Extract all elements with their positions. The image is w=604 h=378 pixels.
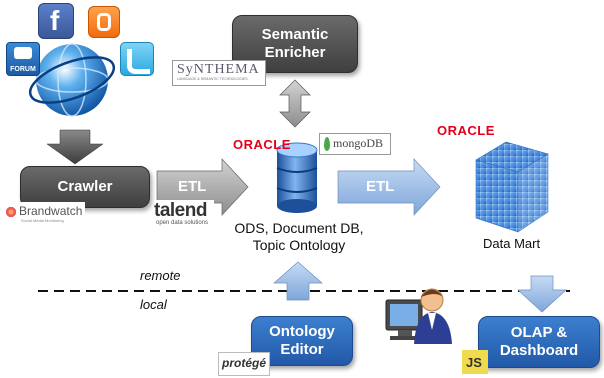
olap-dashboard-line1: OLAP & (510, 324, 568, 341)
globe-icon (28, 43, 116, 117)
arrow-ontology-to-db (273, 261, 323, 301)
oracle-mart-logo: ORACLE (437, 123, 495, 138)
crawler-label: Crawler (57, 178, 113, 195)
brandwatch-mark (5, 206, 17, 218)
user-at-computer-icon (385, 288, 452, 344)
etl-left-label: ETL (178, 178, 207, 195)
mongodb-leaf-icon (324, 137, 330, 151)
protege-logo-text: protégé (222, 356, 267, 370)
forum-icon: FORUM (6, 42, 40, 76)
ontology-editor-node: Ontology Editor (251, 316, 353, 366)
talend-logo-subtext: open data solutions (156, 220, 209, 226)
ontology-editor-line1: Ontology (269, 323, 335, 340)
mongodb-logo-text: mongoDB (333, 136, 384, 150)
protege-logo: protégé (218, 352, 270, 376)
data-mart-label: Data Mart (483, 236, 541, 251)
arrow-mart-to-olap (517, 275, 567, 313)
synthema-logo-text: SyNTHEMA (177, 62, 260, 77)
arrow-etl-right (337, 158, 441, 216)
semantic-enricher-line2: Enricher (264, 44, 326, 61)
twitter-icon (120, 42, 154, 76)
arrow-enricher-db (279, 79, 311, 128)
etl-right-label: ETL (366, 178, 395, 195)
facebook-icon: f (38, 3, 74, 39)
ods-label: ODS, Document DB, Topic Ontology (222, 220, 376, 254)
facebook-logo-letter: f (50, 5, 60, 36)
mongodb-logo: mongoDB (319, 133, 391, 155)
crawler-node: Crawler (20, 166, 150, 208)
blogger-icon (88, 6, 120, 38)
talend-logo-text: talend (154, 200, 207, 221)
remote-label: remote (140, 268, 181, 283)
semantic-enricher-node: Semantic Enricher (232, 15, 358, 73)
synthema-logo: SyNTHEMA LANGUAGE & SEMANTIC TECHNOLOGIE… (172, 60, 266, 86)
ods-label-line1: ODS, Document DB, (234, 220, 364, 236)
js-logo-text: JS (466, 355, 482, 370)
brandwatch-logo: Brandwatch Social Media Monitoring (5, 202, 85, 226)
semantic-enricher-line1: Semantic (261, 26, 329, 43)
arrow-globe-to-crawler (46, 129, 104, 165)
olap-dashboard-node: OLAP & Dashboard (478, 316, 600, 368)
ods-label-line2: Topic Ontology (252, 237, 346, 253)
olap-dashboard-line2: Dashboard (499, 342, 579, 359)
js-logo: JS (462, 350, 488, 374)
synthema-logo-subtext: LANGUAGE & SEMANTIC TECHNOLOGIES (177, 77, 248, 81)
brandwatch-logo-text: Brandwatch (19, 204, 83, 218)
database-icon (276, 142, 318, 213)
brandwatch-logo-subtext: Social Media Monitoring (21, 218, 64, 223)
talend-logo: talend open data solutions (154, 200, 214, 230)
local-label: local (140, 297, 167, 312)
data-mart-cube-icon (475, 141, 549, 233)
oracle-db-logo: ORACLE (233, 137, 291, 152)
forum-label: FORUM (10, 66, 36, 73)
ontology-editor-line2: Editor (280, 341, 324, 358)
